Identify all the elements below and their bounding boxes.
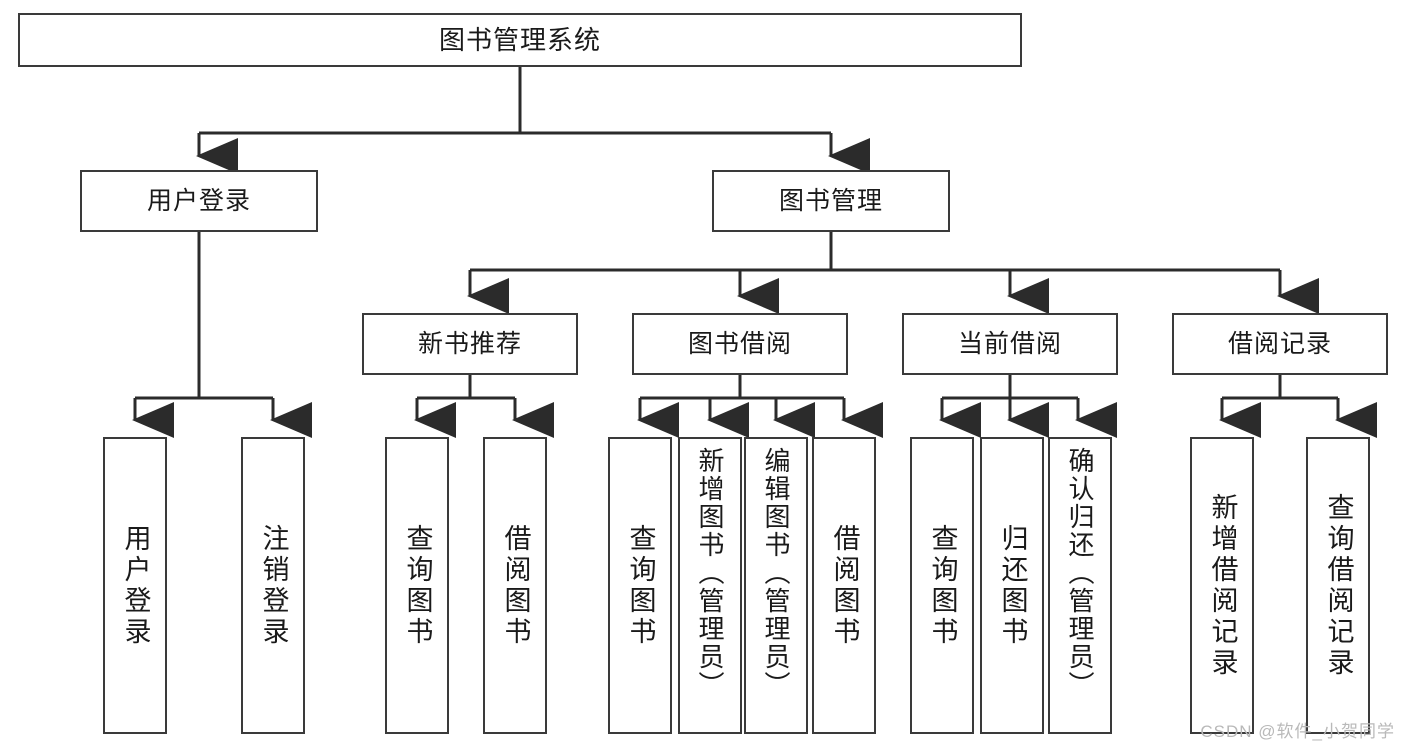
- node-label: 借阅图书: [500, 523, 531, 648]
- node-current-borrow[interactable]: 当前借阅: [902, 313, 1118, 375]
- node-label: 当前借阅: [957, 329, 1062, 358]
- node-label: 查询图书: [927, 523, 958, 648]
- node-label: 注销登录: [258, 523, 289, 648]
- leaf-current-borrow-query[interactable]: 查询图书: [910, 437, 974, 734]
- node-label: 图书管理: [778, 186, 883, 215]
- leaf-book-borrow-borrow[interactable]: 借阅图书: [812, 437, 876, 734]
- node-label: 新增图书（管理员）: [695, 447, 725, 699]
- leaf-user-login-login[interactable]: 用户登录: [103, 437, 167, 734]
- leaf-current-borrow-return[interactable]: 归还图书: [980, 437, 1044, 734]
- node-label: 归还图书: [997, 523, 1028, 648]
- node-label: 图书管理系统: [438, 24, 601, 55]
- node-label: 新书推荐: [417, 329, 522, 358]
- leaf-book-borrow-edit[interactable]: 编辑图书（管理员）: [744, 437, 808, 734]
- leaf-user-login-logout[interactable]: 注销登录: [241, 437, 305, 734]
- node-label: 新增借阅记录: [1207, 492, 1238, 679]
- csdn-watermark: CSDN @软件_小贺同学: [1200, 722, 1395, 741]
- node-root-system[interactable]: 图书管理系统: [18, 13, 1022, 67]
- node-label: 图书借阅: [687, 329, 792, 358]
- leaf-book-borrow-query[interactable]: 查询图书: [608, 437, 672, 734]
- node-label: 借阅记录: [1227, 329, 1332, 358]
- leaf-borrow-record-query[interactable]: 查询借阅记录: [1306, 437, 1370, 734]
- node-label: 编辑图书（管理员）: [761, 447, 791, 699]
- node-label: 用户登录: [120, 523, 151, 648]
- node-label: 查询图书: [402, 523, 433, 648]
- node-label: 查询图书: [625, 523, 656, 648]
- leaf-new-book-borrow[interactable]: 借阅图书: [483, 437, 547, 734]
- node-borrow-record[interactable]: 借阅记录: [1172, 313, 1388, 375]
- node-label: 确认归还（管理员）: [1065, 447, 1095, 699]
- leaf-current-borrow-confirm-return[interactable]: 确认归还（管理员）: [1048, 437, 1112, 734]
- node-label: 借阅图书: [829, 523, 860, 648]
- leaf-borrow-record-add[interactable]: 新增借阅记录: [1190, 437, 1254, 734]
- node-new-book-recommend[interactable]: 新书推荐: [362, 313, 578, 375]
- node-book-borrow[interactable]: 图书借阅: [632, 313, 848, 375]
- node-label: 用户登录: [146, 186, 251, 215]
- leaf-new-book-query[interactable]: 查询图书: [385, 437, 449, 734]
- node-label: 查询借阅记录: [1323, 492, 1354, 679]
- node-book-management[interactable]: 图书管理: [712, 170, 950, 232]
- node-user-login[interactable]: 用户登录: [80, 170, 318, 232]
- leaf-book-borrow-add[interactable]: 新增图书（管理员）: [678, 437, 742, 734]
